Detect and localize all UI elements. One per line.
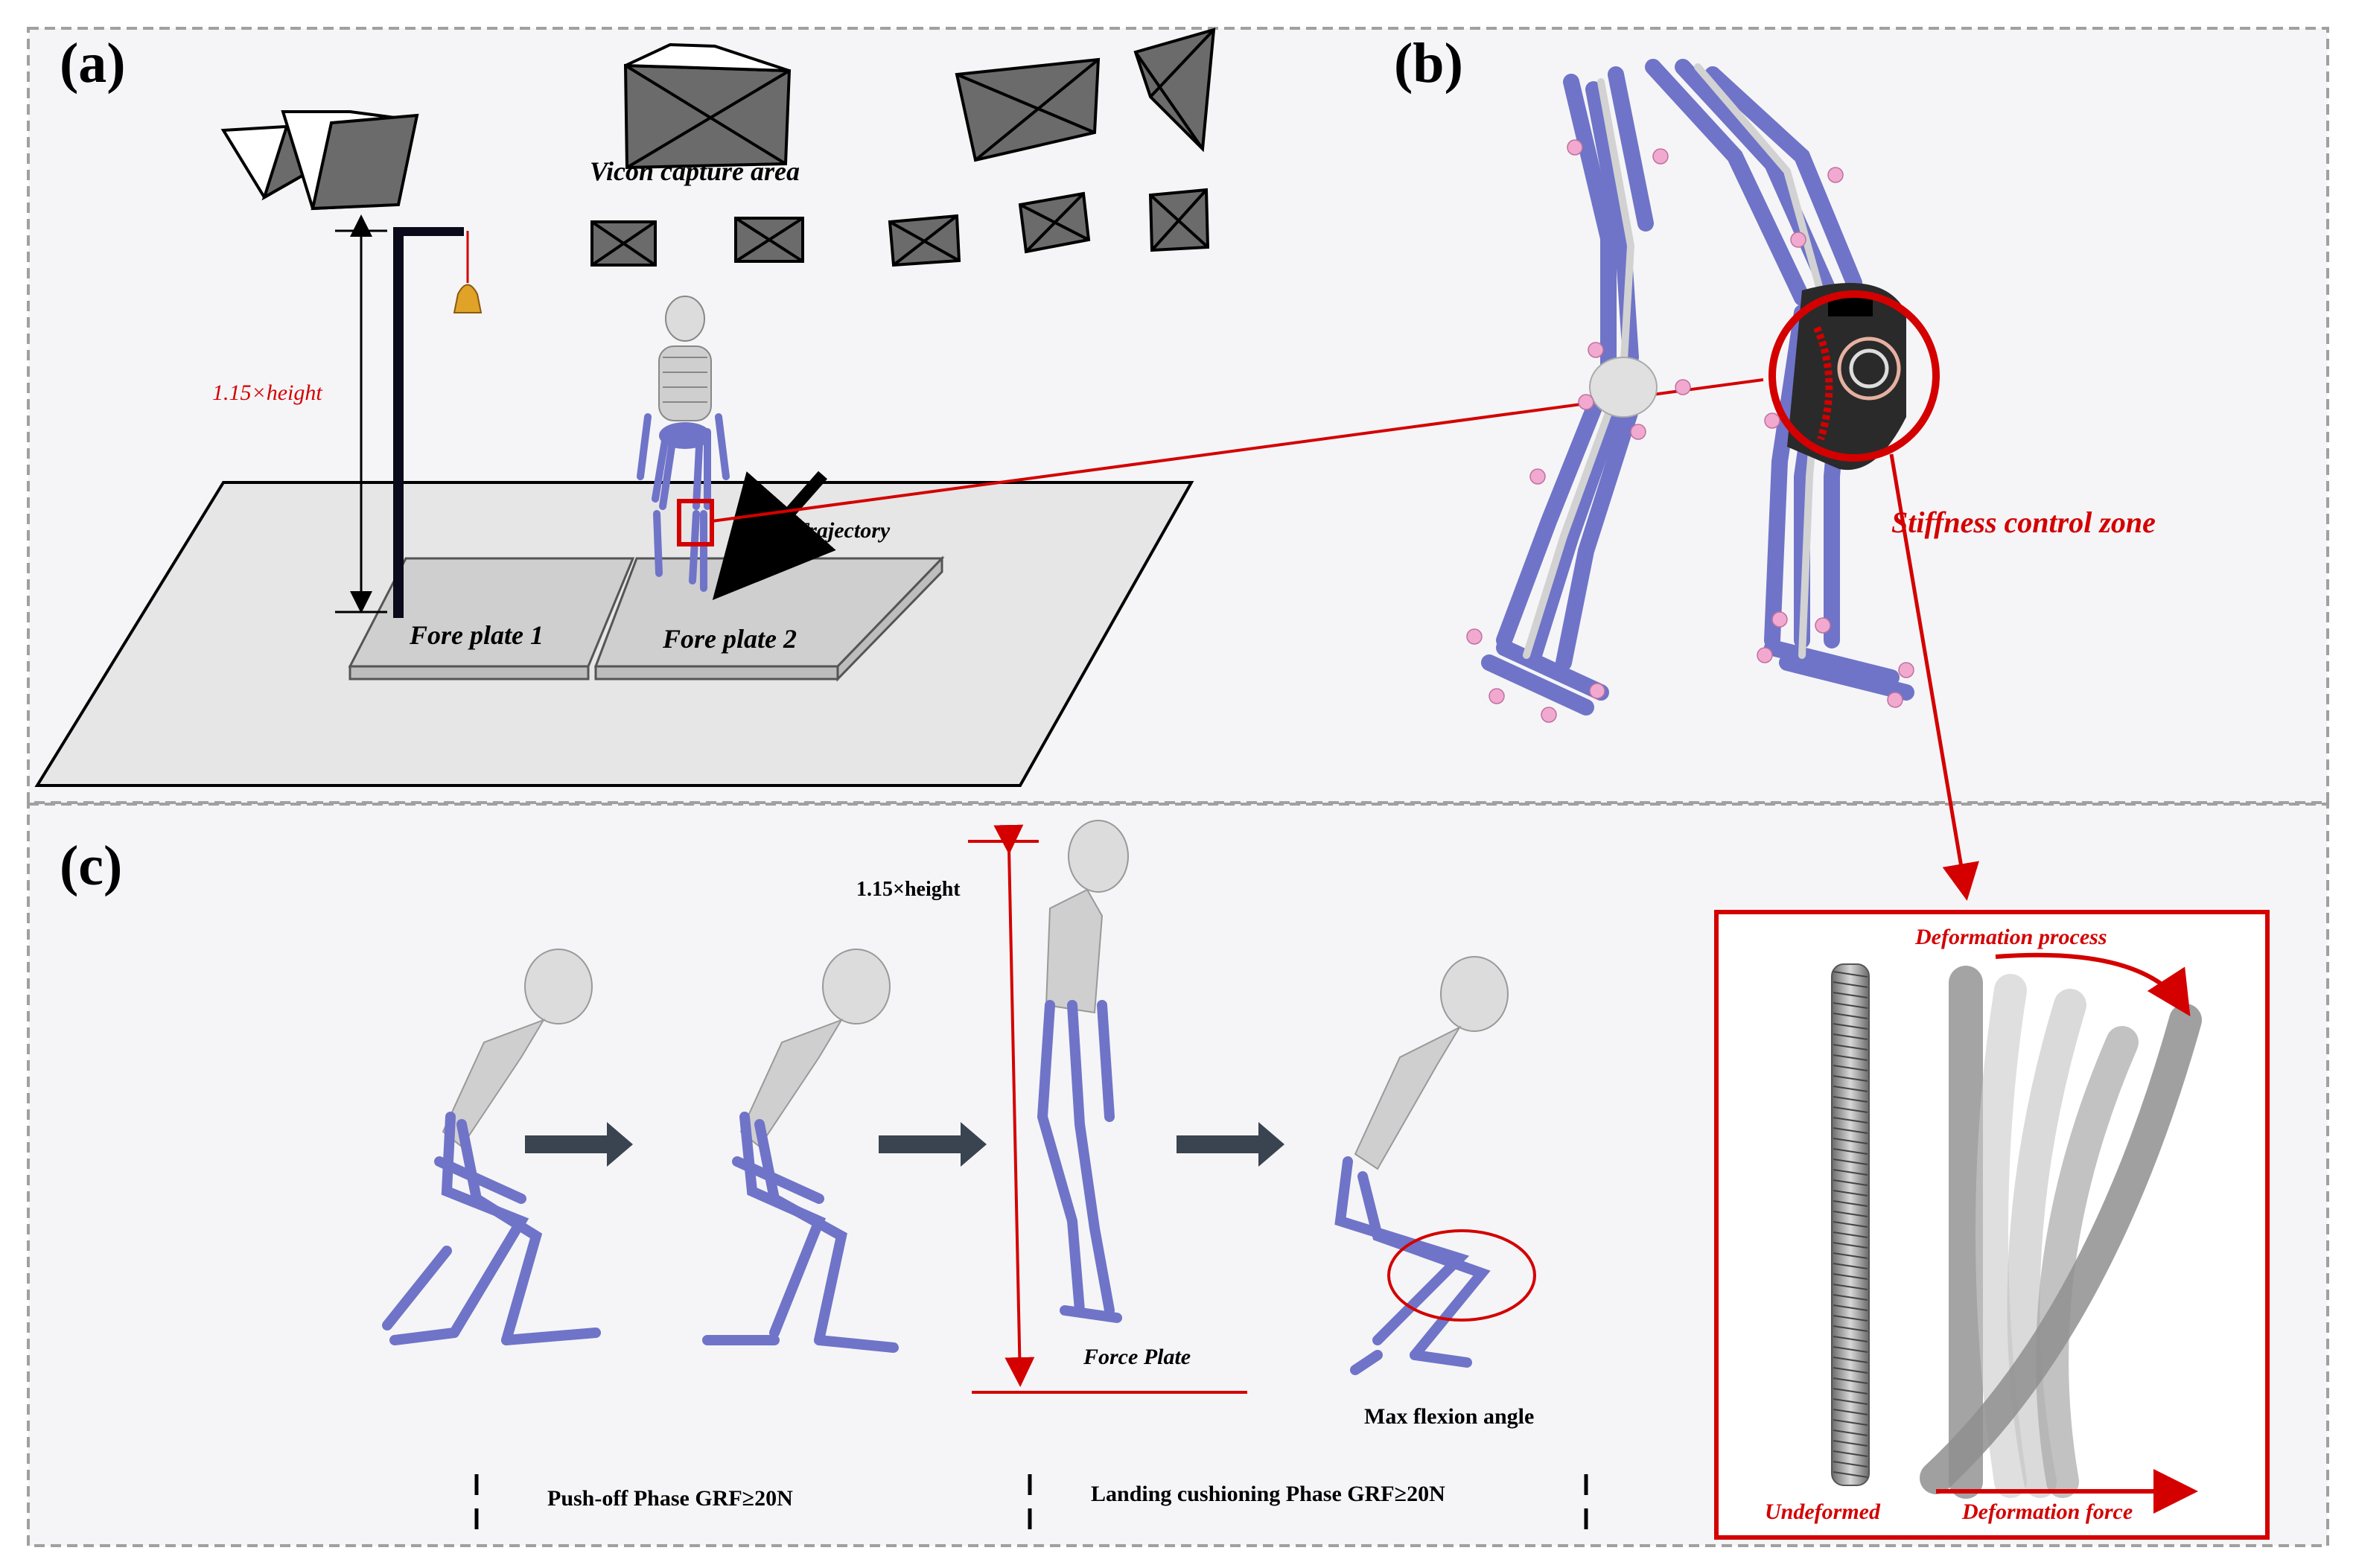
deformation-process-label: Deformation process — [1914, 925, 2107, 949]
panel-c: (c) — [60, 820, 2270, 1540]
deformation-force-label: Deformation force — [1961, 1500, 2133, 1524]
camera-icon — [1133, 28, 1216, 153]
stiffness-zone-label: Stiffness control zone — [1891, 506, 2156, 539]
squat-figure — [382, 949, 601, 1345]
camera-icon — [734, 217, 804, 263]
panel-a: (a) — [34, 28, 1764, 787]
flexion-circle — [1387, 1229, 1536, 1322]
capture-area-label: Vicon capture area — [590, 156, 800, 186]
squat-figure — [702, 949, 899, 1353]
height-label-c: 1.15×height — [856, 878, 961, 901]
jump-figure — [1037, 820, 1129, 1323]
stiffness-zone-circle — [1768, 290, 1940, 462]
spring-rod — [2036, 1026, 2139, 1498]
plate2-label: Fore plate 2 — [662, 624, 797, 654]
camera-icon — [955, 57, 1101, 162]
spring-rod — [1831, 963, 1870, 1486]
max-flexion-label: Max flexion angle — [1364, 1404, 1534, 1429]
landing-phase-label: Landing cushioning Phase GRF≥20N — [1091, 1482, 1445, 1506]
camera-group — [220, 28, 1216, 267]
knee-closeup — [1466, 59, 1940, 723]
panel-b: (b) — [1394, 32, 2156, 901]
force-plate-1: Fore plate 1 — [348, 557, 635, 681]
hanging-pole — [393, 227, 483, 618]
camera-icon — [623, 42, 792, 170]
camera-icon — [1018, 191, 1091, 254]
phase-separators — [474, 1474, 1588, 1537]
jump-height-arrow — [993, 824, 1035, 1387]
panel-c-label: (c) — [60, 835, 122, 897]
sequence-arrows — [525, 1122, 1284, 1167]
marker-dots — [1466, 139, 1914, 723]
zoom-arrow-to-inset — [1889, 453, 1979, 901]
camera-icon — [1148, 188, 1210, 252]
squat-figure — [1334, 956, 1536, 1375]
force-plate-2: Fore plate 2 — [593, 555, 945, 682]
trajectory-arrow — [712, 471, 836, 600]
bell-icon — [453, 284, 483, 313]
deformation-process-arrow — [1995, 952, 2191, 1017]
panel-b-label: (b) — [1394, 32, 1463, 95]
camera-icon — [590, 220, 657, 267]
skeleton-figure — [637, 296, 730, 592]
knee-highlight-box — [677, 499, 714, 546]
pushoff-phase-label: Push-off Phase GRF≥20N — [547, 1486, 793, 1511]
plate1-label: Fore plate 1 — [409, 620, 544, 650]
undeformed-label: Undeformed — [1765, 1500, 1881, 1524]
height-label-bg — [208, 371, 357, 415]
panel-a-label: (a) — [60, 32, 126, 95]
spring-rod — [2007, 989, 2086, 1498]
camera-icon — [888, 214, 961, 267]
deformation-inset: Deformation process Undeformed Deformati… — [1714, 910, 2270, 1540]
spring-rod — [1920, 1004, 2202, 1494]
trajectory-label: Trajectory — [795, 518, 891, 543]
camera-icon — [281, 110, 419, 211]
force-plate-label: Force Plate — [1083, 1345, 1191, 1369]
height-label-a: 1.15×height — [212, 380, 322, 405]
